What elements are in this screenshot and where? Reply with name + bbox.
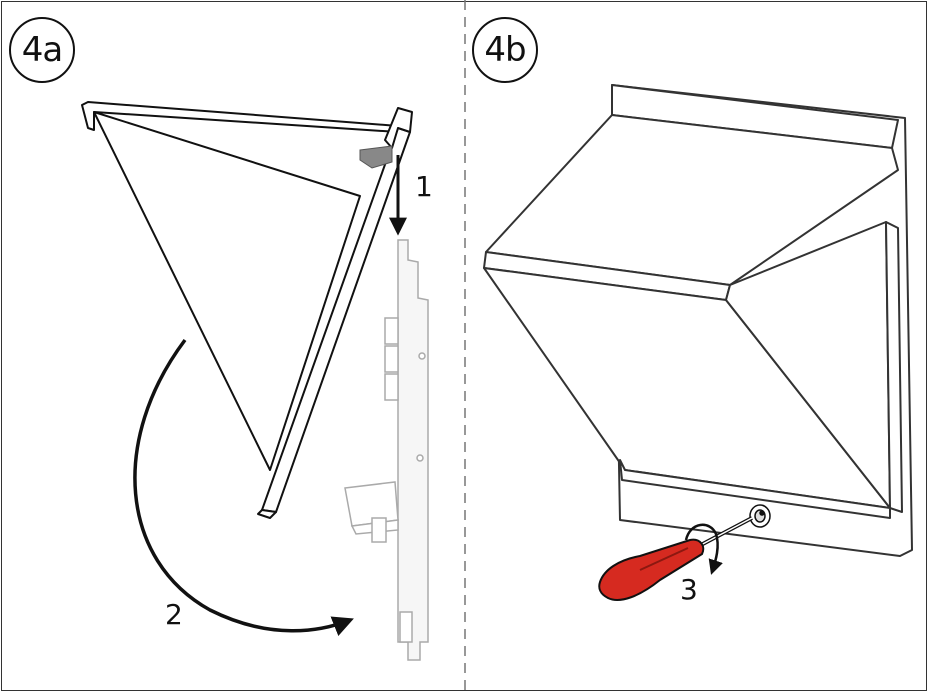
hood-roof [485, 114, 899, 286]
hood-side-view [81, 101, 413, 519]
mounting-bracket [359, 145, 393, 169]
panel-badge-4a: 4a [9, 17, 75, 83]
step-number-1: 1 [415, 170, 433, 203]
step-number-2: 2 [165, 598, 183, 631]
step-number-3: 3 [680, 573, 698, 606]
screw-icon [749, 504, 771, 528]
panel-badge-4b: 4b [472, 17, 538, 83]
panel-4b-illustration [483, 84, 913, 557]
wall-unit-ghost [344, 239, 429, 661]
rotation-arrow-icon [684, 523, 723, 575]
curved-arrow-icon [133, 338, 354, 636]
panel-4a-illustration [81, 101, 429, 661]
screwdriver-icon [598, 516, 753, 601]
